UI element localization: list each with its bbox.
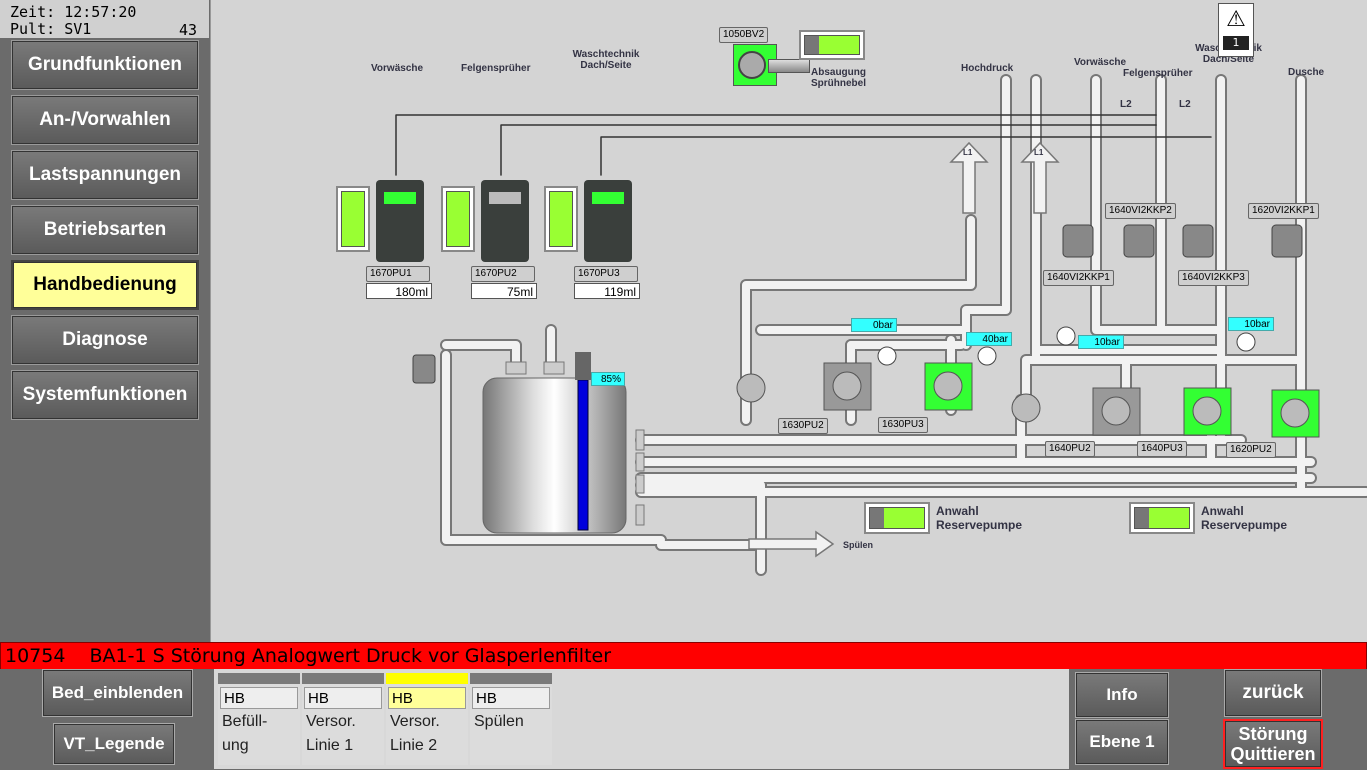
tag-1620pu2: 1620PU2 [1226,442,1276,458]
nav-an-vorwahlen[interactable]: An-/Vorwahlen [11,95,199,145]
tag-1630pu3: 1630PU3 [878,417,928,433]
hb-befuellung[interactable]: HB Befüll- ung [218,673,300,765]
label-vorwaesche-2: Vorwäsche [1074,57,1127,68]
tag-1640vi2kkp2: 1640VI2KKP2 [1105,203,1176,219]
piping-diagram [395,74,1367,576]
toggle-switch-icon [341,191,365,247]
dosing-value-1670pu2[interactable]: 75ml [471,283,537,299]
pressure-40bar: 40bar [966,332,1012,346]
bottom-bar: Bed_einblenden VT_Legende HB Befüll- ung… [0,669,1367,770]
warning-triangle-icon: ⚠ [1226,7,1246,32]
label-waschtechnik: Waschtechnik Dach/Seite [572,49,640,71]
label-absaugung: Absaugung Sprühnebel [811,67,867,89]
reserve-pump-switch-1[interactable] [864,502,930,534]
tag-1640pu3: 1640PU3 [1137,441,1187,457]
flow-arrow-spuelen-icon [748,530,835,558]
tag-1670pu1: 1670PU1 [366,266,430,282]
left-panel: Zeit: 12:57:20 Pult: SV1 43 Grundfunktio… [0,0,210,642]
nav-diagnose[interactable]: Diagnose [11,315,199,365]
pressure-10bar-b: 10bar [1228,317,1274,331]
label-anwahl-reserve-2: Anwahl Reservepumpe [1201,504,1288,532]
label-l1-b: L1 [1034,148,1044,157]
label-vorwaesche: Vorwäsche [371,63,424,74]
warning-indicator[interactable]: ⚠ 1 [1218,3,1254,57]
info-button[interactable]: Info [1075,672,1169,718]
tag-1670pu3: 1670PU3 [574,266,638,282]
time-line: Zeit: 12:57:20 [10,3,137,21]
dosing-pump-1670pu2[interactable] [481,180,529,262]
label-anwahl-reserve-1: Anwahl Reservepumpe [936,504,1023,532]
alarm-text: BA1-1 S Störung Analogwert Druck vor Gla… [89,645,612,667]
tag-1620vi2kkp1: 1620VI2KKP1 [1248,203,1319,219]
toggle-switch-icon [549,191,573,247]
nav-lastspannungen[interactable]: Lastspannungen [11,150,199,200]
label-hochdruck: Hochdruck [961,63,1014,74]
tag-1630pu2: 1630PU2 [778,418,828,434]
clock-panel: Zeit: 12:57:20 Pult: SV1 43 [0,0,209,39]
dosing-switch-2[interactable] [441,186,475,252]
hb-spuelen[interactable]: HB Spülen [470,673,552,765]
pressure-0bar: 0bar [851,318,897,332]
toggle-switch-icon [446,191,470,247]
flow-arrow-l1-a-icon [949,141,989,214]
dosing-switch-3[interactable] [544,186,578,252]
bed-einblenden-button[interactable]: Bed_einblenden [42,669,193,717]
ebene-1-button[interactable]: Ebene 1 [1075,719,1169,765]
counter-value: 43 [178,21,197,39]
label-l2-b: L2 [1179,99,1191,110]
toggle-switch-icon [1134,507,1190,529]
nav-grundfunktionen[interactable]: Grundfunktionen [11,40,199,90]
dosing-pump-1670pu1[interactable] [376,180,424,262]
label-dusche: Dusche [1288,67,1325,78]
dosing-value-1670pu3[interactable]: 119ml [574,283,640,299]
label-l1-a: L1 [963,148,973,157]
toggle-switch-icon [804,35,860,55]
time-value: 12:57:20 [64,3,137,21]
tag-1670pu2: 1670PU2 [471,266,535,282]
dosing-switch-1[interactable] [336,186,370,252]
hb-versor-linie-1[interactable]: HB Versor. Linie 1 [302,673,384,765]
fan-icon [738,51,766,79]
back-button[interactable]: zurück [1224,669,1322,717]
pressure-10bar-a: 10bar [1078,335,1124,349]
tank-level-bar [577,379,589,531]
nav-betriebsarten[interactable]: Betriebsarten [11,205,199,255]
toggle-switch-icon [869,507,925,529]
warning-count: 1 [1223,36,1249,50]
hb-versor-linie-2[interactable]: HB Versor. Linie 2 [386,673,468,765]
pult-line: Pult: SV1 [10,20,92,38]
label-felgenspruher-2: Felgensprüher [1123,68,1193,79]
fan-switch[interactable] [799,30,865,60]
nav-handbedienung[interactable]: Handbedienung [11,260,199,310]
stoerung-quittieren-button[interactable]: Störung Quittieren [1223,719,1323,769]
hb-panel: HB Befüll- ung HB Versor. Linie 1 HB Ver… [214,669,1069,769]
pult-value: SV1 [64,20,92,38]
tag-1640pu2: 1640PU2 [1045,441,1095,457]
tank-level-value: 85% [591,372,625,386]
tag-1640vi2kkp1: 1640VI2KKP1 [1043,270,1114,286]
tank-body [482,377,627,534]
tag-1640vi2kkp3: 1640VI2KKP3 [1178,270,1249,286]
label-l2-a: L2 [1120,99,1132,110]
tag-1050bv2: 1050BV2 [719,27,769,43]
alarm-line[interactable]: 10754 BA1-1 S Störung Analogwert Druck v… [0,642,1367,670]
reserve-pump-switch-2[interactable] [1129,502,1195,534]
dosing-pump-1670pu3[interactable] [584,180,632,262]
process-view: Vorwäsche Felgensprüher Waschtechnik Dac… [210,0,1367,642]
vt-legende-button[interactable]: VT_Legende [53,723,175,765]
flow-arrow-l1-b-icon [1020,141,1060,214]
label-spuelen: Spülen [843,540,874,550]
dosing-value-1670pu1[interactable]: 180ml [366,283,432,299]
fan-1050bv2[interactable] [733,44,810,86]
nav-systemfunktionen[interactable]: Systemfunktionen [11,370,199,420]
alarm-number: 10754 [5,645,66,667]
label-felgenspruher: Felgensprüher [461,63,531,74]
